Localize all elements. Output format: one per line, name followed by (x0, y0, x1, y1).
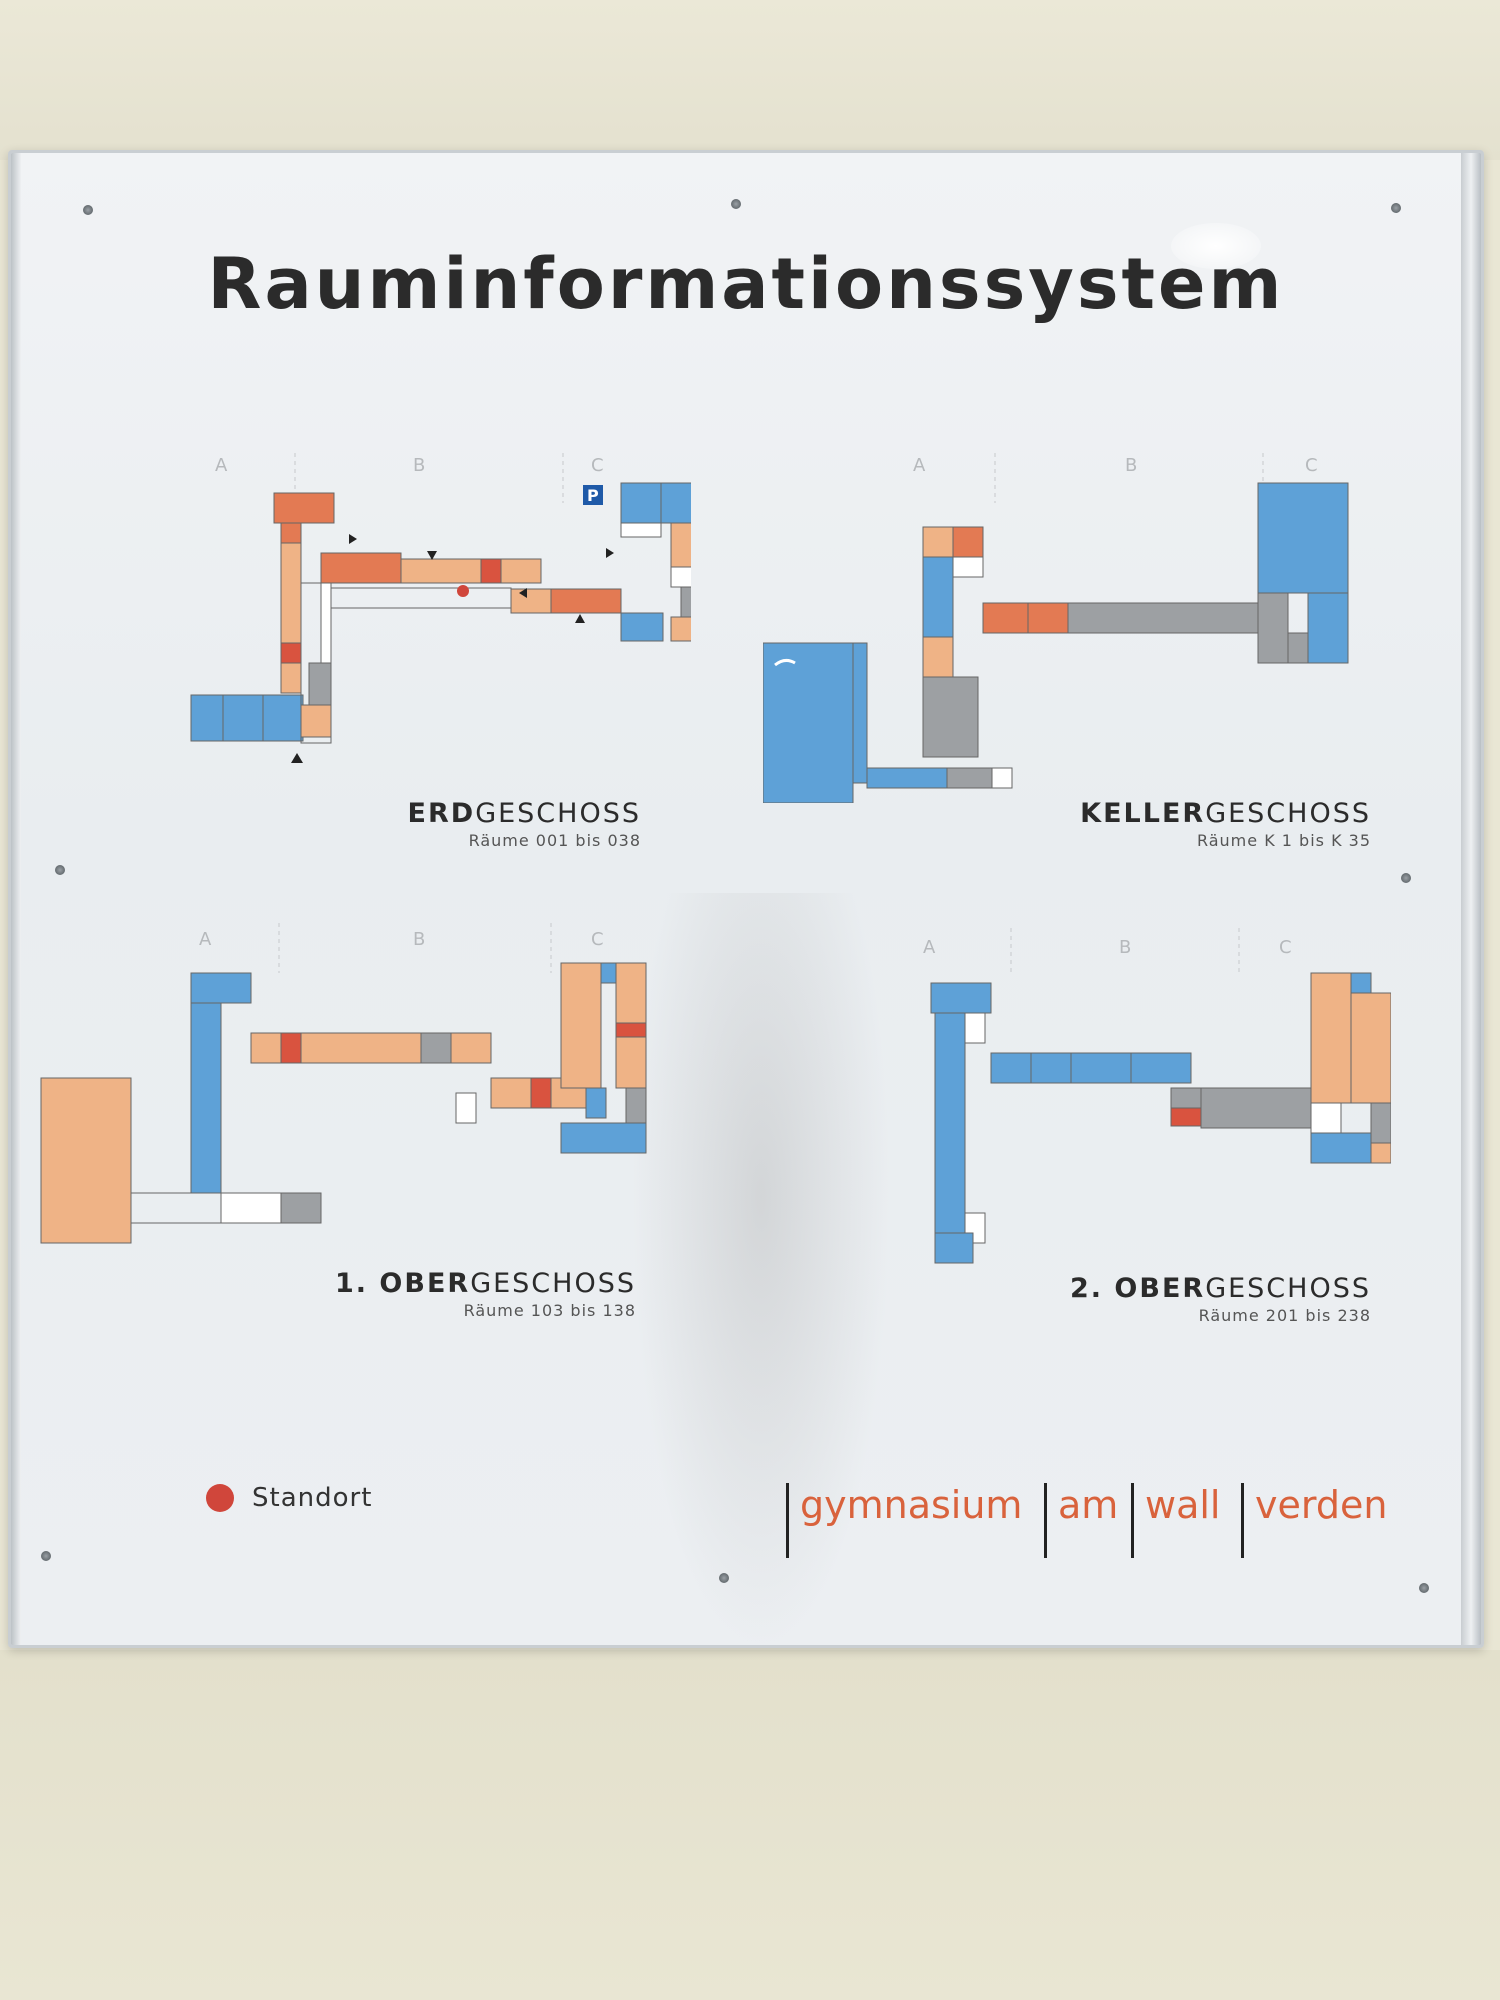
column-label: B (413, 929, 425, 950)
mounting-screw (1419, 1583, 1429, 1593)
floor-plan-1-obergeschoss: A B C (31, 913, 651, 1273)
board-title: Rauminformationssystem (207, 243, 1285, 325)
standort-dot-icon (206, 1484, 234, 1512)
column-label: B (413, 455, 425, 476)
logo-word: gymnasium (800, 1483, 1023, 1527)
column-label: A (215, 455, 228, 476)
column-label: B (1125, 455, 1137, 476)
floor-label-kellergeschoss: KELLERGESCHOSS Räume K 1 bis K 35 (1080, 798, 1371, 850)
room-information-board: Rauminformationssystem A B C P (8, 150, 1484, 1648)
logo-word: verden (1255, 1483, 1388, 1527)
mounting-screw (41, 1551, 51, 1561)
wall-top (0, 0, 1500, 160)
column-label: A (913, 455, 926, 476)
column-label: A (199, 929, 212, 950)
column-label: B (1119, 937, 1131, 958)
legend-standort: Standort (206, 1483, 372, 1513)
floor-label-2-obergeschoss: 2. OBERGESCHOSS Räume 201 bis 238 (1069, 1273, 1371, 1325)
column-label: C (1305, 455, 1318, 476)
floor-plan-2-obergeschoss: A B C (911, 913, 1391, 1273)
column-label: A (923, 937, 936, 958)
floor-plan-kellergeschoss: A B C (763, 443, 1383, 803)
wall-bottom (0, 1650, 1500, 2000)
floor-label-1-obergeschoss: 1. OBERGESCHOSS Räume 103 bis 138 (334, 1268, 636, 1320)
parking-sign (583, 485, 603, 505)
glass-glare (1171, 223, 1261, 269)
frame-rail-left (11, 153, 21, 1645)
floor-label-erdgeschoss: ERDGESCHOSS Räume 001 bis 038 (407, 798, 641, 850)
mounting-screw (719, 1573, 729, 1583)
mounting-screw (83, 205, 93, 215)
logo-word: am (1058, 1483, 1119, 1527)
parking-label: P (587, 486, 599, 505)
floor-plan-erdgeschoss: A B C P (131, 443, 691, 803)
glass-reflection (631, 893, 891, 1645)
logo-word: wall (1145, 1483, 1221, 1527)
legend-label: Standort (252, 1483, 373, 1513)
column-label: C (591, 929, 604, 950)
mounting-screw (1401, 873, 1411, 883)
column-label: C (591, 455, 604, 476)
mounting-screw (1391, 203, 1401, 213)
standort-marker (457, 585, 469, 597)
column-label: C (1279, 937, 1292, 958)
mounting-screw (55, 865, 65, 875)
mounting-screw (731, 199, 741, 209)
frame-rail-right (1461, 153, 1481, 1645)
